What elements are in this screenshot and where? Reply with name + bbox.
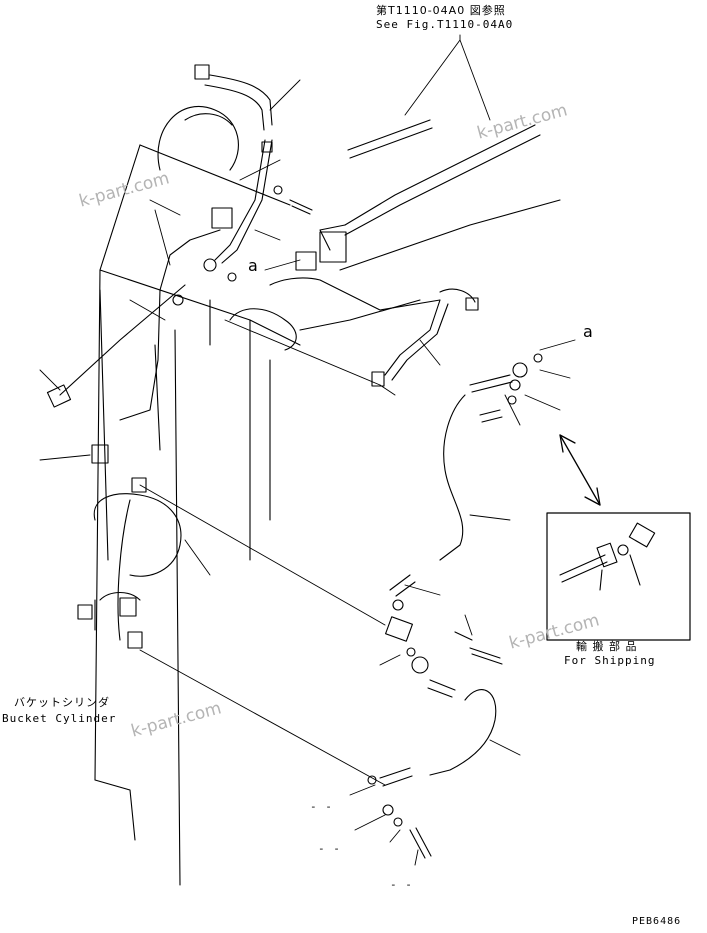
see-fig-label-jp: 第T1110-04A0 図参照 — [376, 4, 506, 17]
shipping-label-jp: 輸 搬 部 品 — [576, 640, 638, 653]
ref-a-right: a — [583, 322, 594, 341]
drawing-number: PEB6486 — [632, 916, 682, 927]
arm-structure — [93, 105, 301, 886]
dash-mark: - - — [310, 800, 333, 813]
see-fig-label-en: See Fig.T1110-04A0 — [376, 18, 514, 31]
bucket-cylinder-label-en: Bucket Cylinder — [2, 712, 117, 725]
shipping-inset — [546, 512, 691, 641]
dash-mark: - - — [318, 842, 341, 855]
fittings — [46, 64, 543, 859]
leader-lines — [39, 34, 601, 866]
dash-mark: - - — [390, 878, 413, 891]
ref-a-left: a — [248, 256, 259, 275]
bucket-cylinder-label-jp: バケットシリンダ — [14, 696, 110, 709]
shipping-label-en: For Shipping — [564, 654, 656, 667]
boom-and-pipes — [229, 119, 561, 381]
